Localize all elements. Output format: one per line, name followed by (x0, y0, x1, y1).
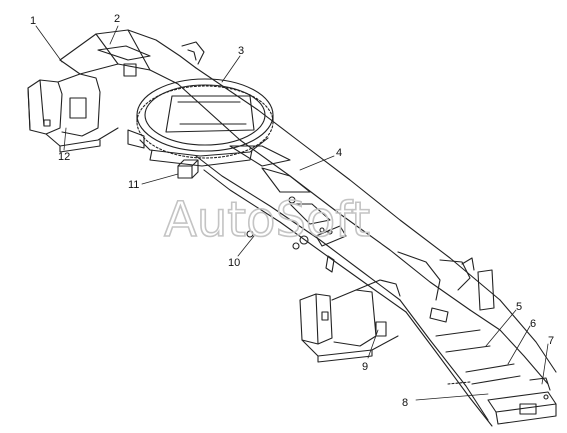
callout-11: 11 (128, 179, 139, 191)
callout-labels: 1 2 3 4 5 6 7 8 9 10 11 12 (30, 13, 554, 409)
callout-1: 1 (30, 15, 36, 27)
rear-side-brackets (397, 251, 495, 323)
tail-ladder-section (399, 299, 557, 427)
turntable-ring (127, 78, 274, 167)
watermark-text: AutoSoft (164, 192, 370, 248)
callout-10: 10 (228, 257, 240, 269)
rear-cross-member (299, 279, 401, 363)
callout-6: 6 (530, 318, 536, 330)
callout-2: 2 (114, 13, 120, 25)
front-frame-section (59, 29, 205, 85)
callout-12: 12 (58, 151, 70, 163)
callout-7: 7 (548, 335, 554, 347)
callout-8: 8 (402, 397, 408, 409)
main-longitudinal-beam (177, 67, 501, 313)
callout-9: 9 (362, 361, 368, 373)
callout-5: 5 (516, 301, 522, 313)
leader-lines (35, 25, 549, 401)
side-bracket (177, 159, 199, 179)
front-cross-member (27, 73, 119, 153)
callout-3: 3 (238, 45, 244, 57)
callout-4: 4 (336, 147, 342, 159)
